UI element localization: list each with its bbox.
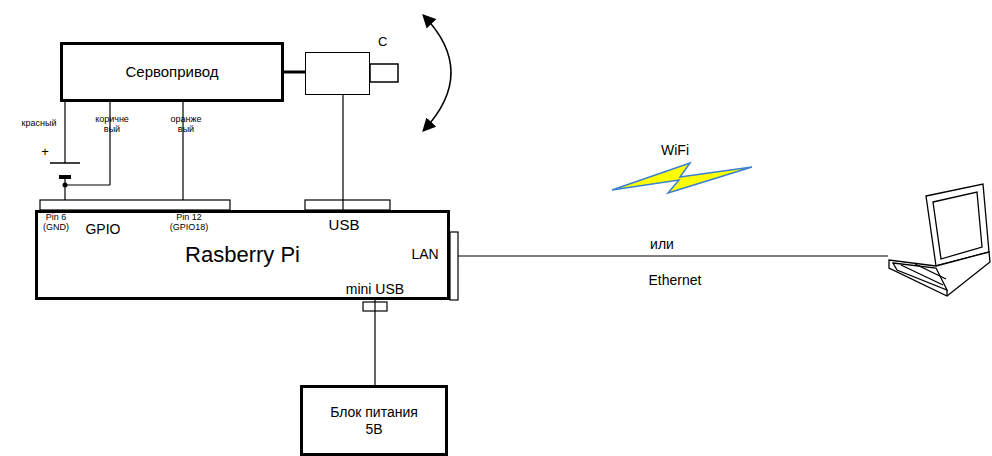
brown-wire xyxy=(65,184,110,185)
wire-color: коричне вый xyxy=(92,114,132,135)
servo-box: Сервопривод xyxy=(60,42,284,102)
ground-wire xyxy=(64,177,65,200)
connector xyxy=(342,95,343,210)
port-name: GPIO xyxy=(80,221,126,237)
camera-box: C xyxy=(305,52,370,95)
polarity-mark: + xyxy=(38,145,52,160)
node-text: Rasberry Pi xyxy=(185,242,300,267)
gpio-header xyxy=(40,200,230,210)
camera-lens xyxy=(370,64,398,82)
lan-port xyxy=(450,232,458,300)
network-line xyxy=(458,255,888,256)
laptop-icon xyxy=(889,184,990,296)
wire-color: красный xyxy=(18,118,60,128)
port-name: mini USB xyxy=(330,281,420,297)
connector xyxy=(284,71,305,74)
network-name: Ethernet xyxy=(640,272,710,288)
node-text: Сервопривод xyxy=(125,63,218,80)
wifi-bolt xyxy=(612,163,752,193)
red-wire xyxy=(64,102,65,163)
wire-color: оранже вый xyxy=(166,114,206,135)
network-name: WiFi xyxy=(650,142,700,158)
port-name: USB xyxy=(322,216,366,233)
rotation-arrow xyxy=(424,16,451,130)
port-name: LAN xyxy=(405,246,445,262)
node-text: Блок питания 5В xyxy=(324,404,424,436)
node-text: C xyxy=(378,35,387,50)
battery-plate xyxy=(50,162,80,164)
junction-dot xyxy=(63,183,68,188)
network-name: или xyxy=(642,236,682,252)
connector xyxy=(374,300,375,385)
pin-name: Pin 6 (GND) xyxy=(36,212,76,233)
power-supply-box: Блок питания 5В xyxy=(300,385,448,456)
usb-port xyxy=(305,200,390,210)
pin-name: Pin 12 (GPIO18) xyxy=(166,212,212,233)
